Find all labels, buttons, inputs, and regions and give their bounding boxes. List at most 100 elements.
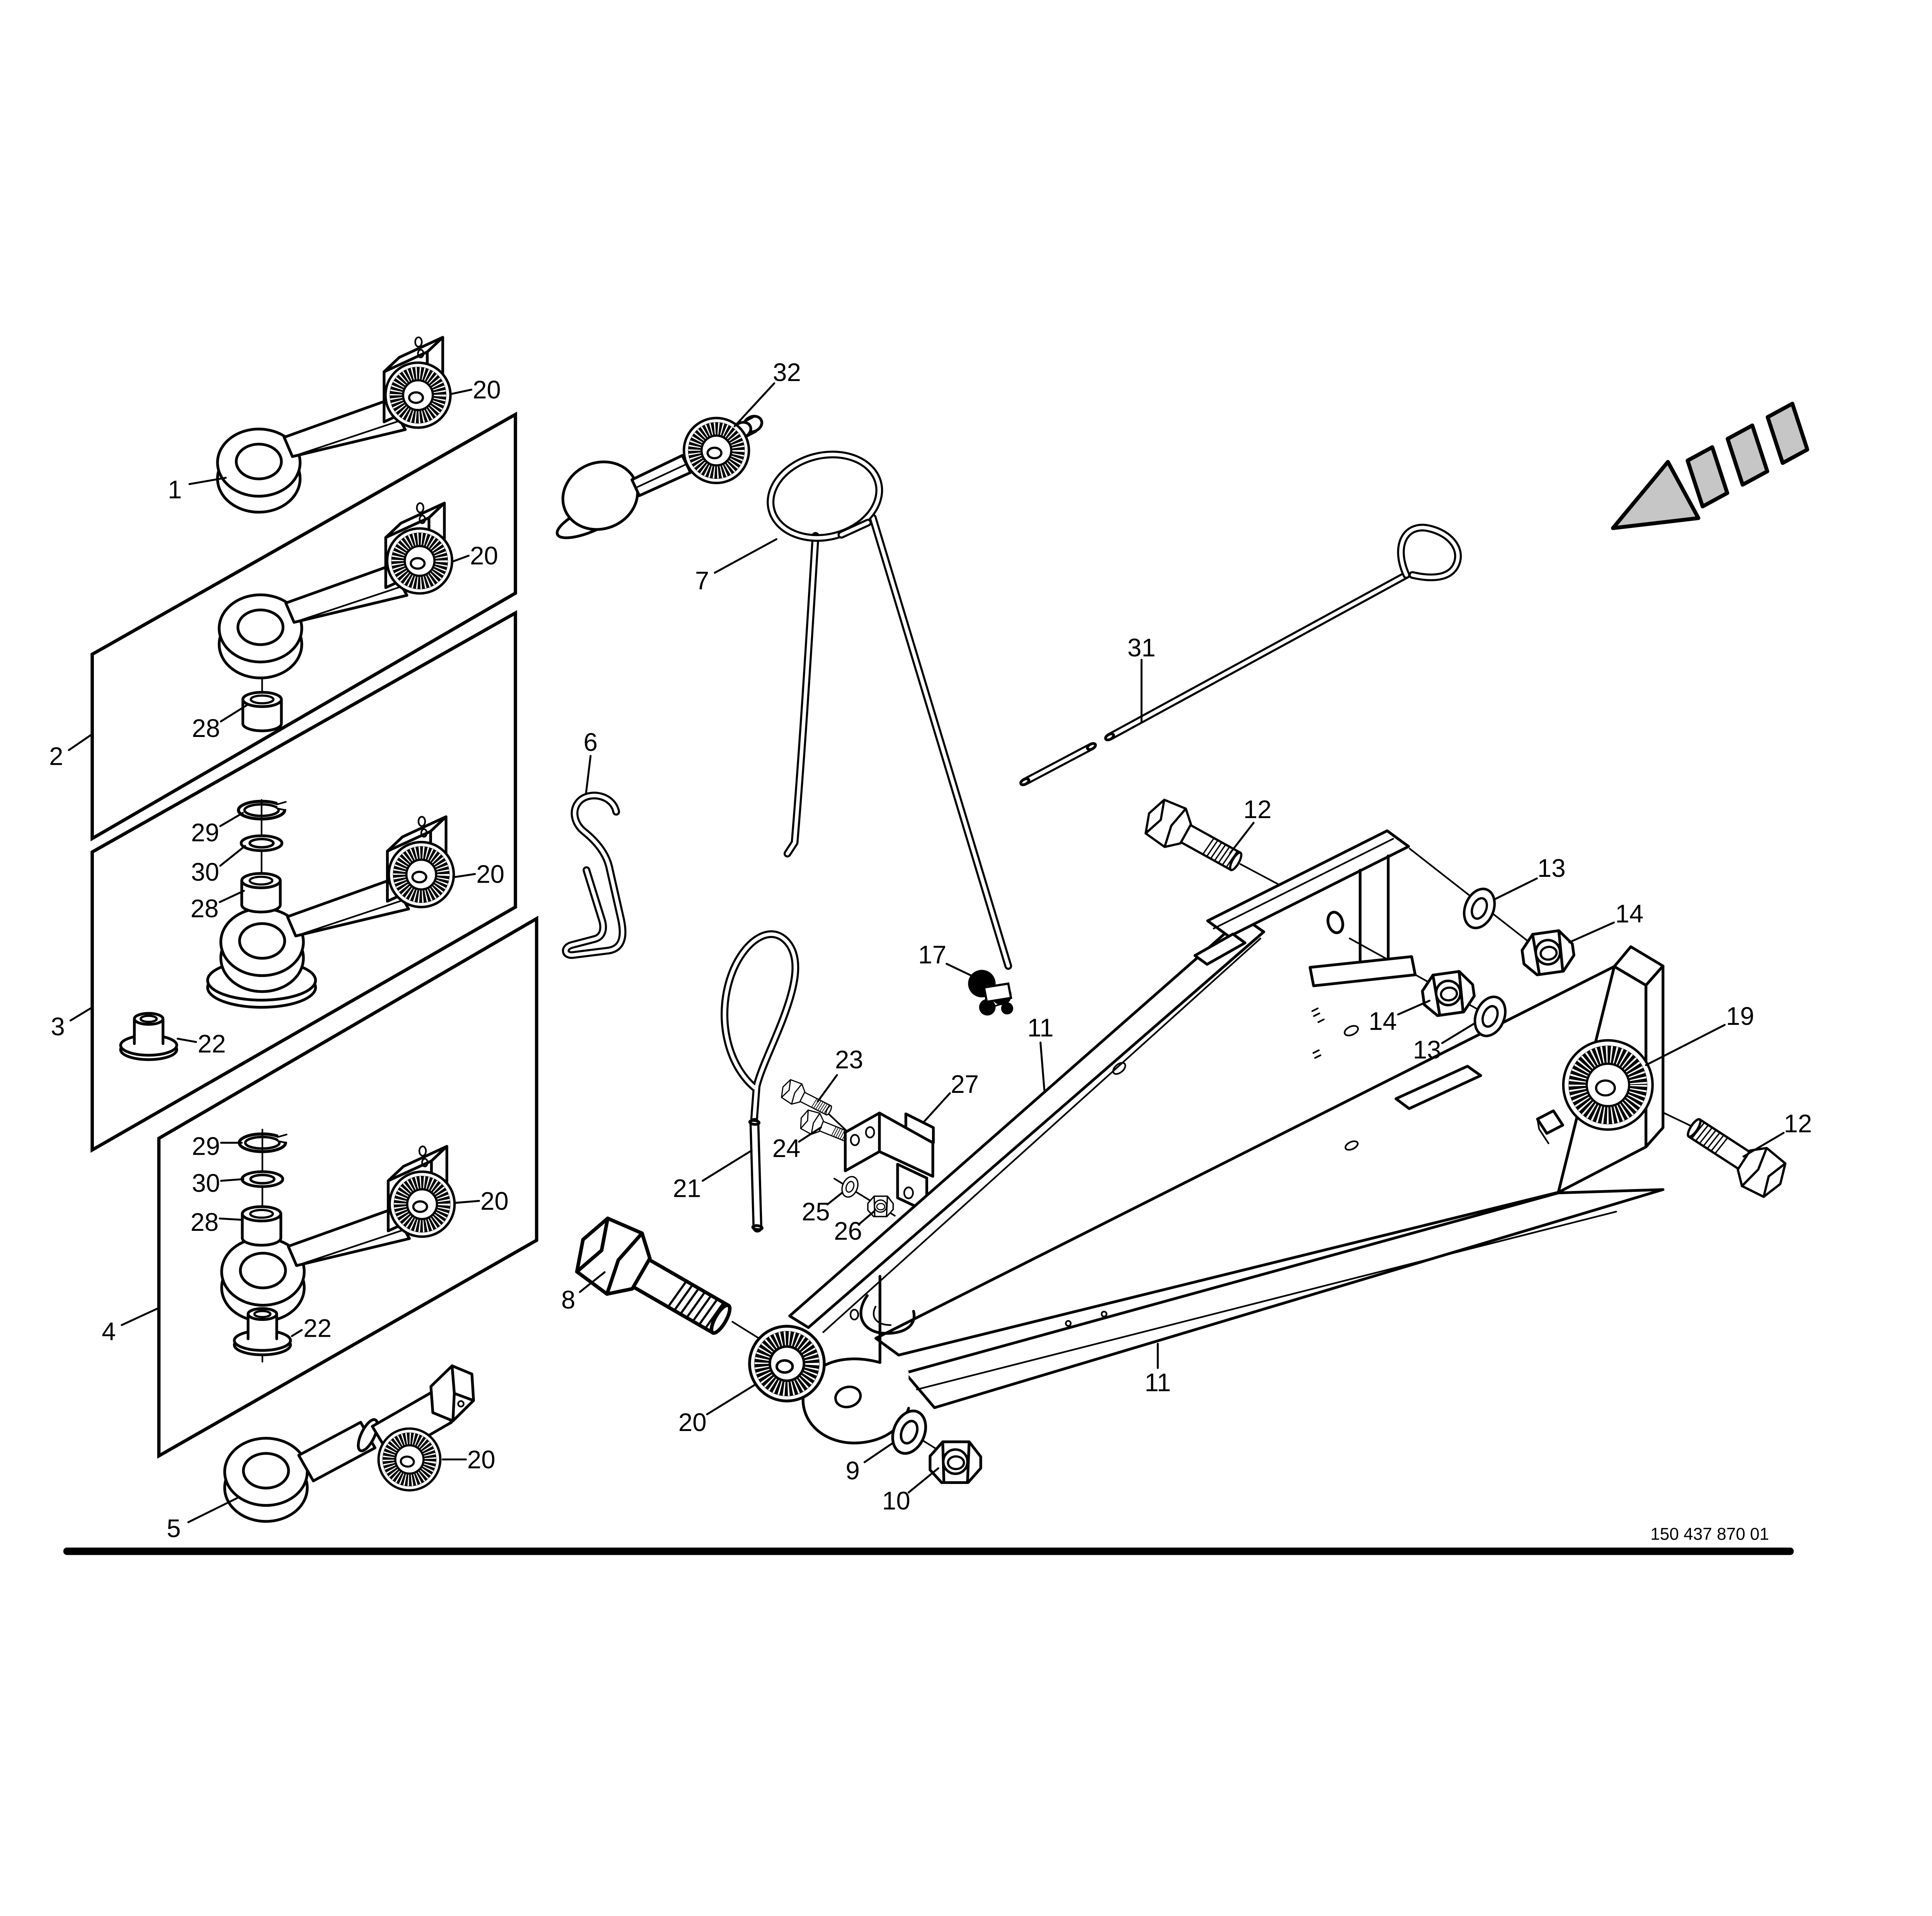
part-label-11-27: 11 (1027, 1014, 1054, 1042)
part-label-8-38: 8 (561, 1286, 575, 1314)
leader-line-20 (451, 555, 470, 563)
part-7-hairpin-cotter (767, 451, 1012, 970)
leader-line-22 (177, 1038, 197, 1043)
part-label-23-31: 23 (835, 1046, 863, 1074)
panel-group-3 (90, 610, 517, 1153)
part-label-20-39: 20 (679, 1408, 707, 1436)
footer-rule (63, 1547, 1794, 1555)
leader-line-10 (907, 1467, 939, 1494)
part-label-3-9: 3 (51, 1012, 65, 1041)
leader-line-13 (1493, 877, 1538, 900)
leader-line-14 (1397, 999, 1431, 1016)
part-label-1-0: 1 (168, 476, 182, 504)
panel-group-2 (90, 412, 517, 842)
part-label-17-26: 17 (918, 941, 946, 969)
part-label-29-11: 29 (192, 1132, 220, 1160)
leader-line-7 (714, 538, 777, 574)
leader-line-5 (187, 1497, 238, 1523)
leader-line-30 (219, 845, 246, 867)
leader-line-20 (451, 388, 473, 395)
part-label-30-12: 30 (192, 1169, 220, 1197)
part-14-nut (1520, 929, 1576, 977)
part-label-19-30: 19 (1726, 1002, 1754, 1030)
part-label-27-32: 27 (951, 1070, 979, 1098)
part-label-11-40: 11 (1145, 1368, 1171, 1397)
part-label-20-1: 20 (473, 376, 501, 404)
part-label-26-36: 26 (834, 1217, 862, 1245)
part-label-25-35: 25 (802, 1198, 830, 1226)
part-29-snap-ring (238, 800, 287, 819)
leader-line-13 (1441, 1022, 1476, 1044)
part-label-14-25: 14 (1615, 900, 1643, 928)
part-label-4-15: 4 (102, 1317, 116, 1346)
part-label-31-22: 31 (1128, 634, 1156, 662)
leader-line-6 (585, 755, 592, 795)
leader-line-2 (68, 733, 93, 751)
part-32-handle-knob (556, 413, 764, 539)
leader-line-27 (922, 1092, 951, 1124)
leader-line-14 (1568, 921, 1615, 943)
part-25-washer (838, 1173, 862, 1200)
part-28-bushing (242, 1206, 281, 1245)
part-11-drawbar (788, 829, 1665, 1445)
leader-line-28 (219, 704, 248, 723)
part-8-hex-bolt (565, 1209, 743, 1352)
leader-line-28 (219, 890, 245, 903)
part-label-12-23: 12 (1243, 795, 1272, 824)
leader-line-30 (220, 1178, 245, 1182)
leader-line-8 (579, 1271, 606, 1293)
part-28-bushing (242, 873, 281, 912)
leader-line-32 (733, 382, 776, 427)
leader-line-19 (1645, 1024, 1726, 1066)
part-label-9-41: 9 (846, 1457, 860, 1485)
part-30-washer (242, 1172, 282, 1186)
part-label-20-18: 20 (467, 1445, 495, 1474)
part-14-nut (1420, 970, 1476, 1018)
leader-line-22 (291, 1329, 303, 1337)
leader-line-28 (219, 1217, 244, 1221)
part-label-32-19: 32 (773, 358, 801, 386)
part-29-snap-ring (239, 1133, 287, 1151)
part-label-5-17: 5 (167, 1514, 180, 1543)
leader-line-11 (1039, 1041, 1046, 1091)
part-6-spring-clip (562, 791, 627, 959)
part-label-28-13: 28 (190, 1208, 219, 1236)
leader-line-24 (798, 1126, 822, 1143)
part-label-28-4: 28 (192, 714, 220, 742)
leader-line-17 (946, 963, 983, 982)
leader-line-12 (1229, 822, 1255, 854)
part-28-bushing (243, 692, 281, 731)
leader-line-1 (188, 476, 227, 485)
leader-line-4 (121, 1307, 159, 1326)
part-label-24-33: 24 (772, 1134, 801, 1162)
part-label-13-24: 13 (1537, 854, 1566, 882)
leader-line-26 (859, 1210, 876, 1225)
part-20-friction-disc (750, 1326, 824, 1401)
part-label-6-21: 6 (583, 728, 597, 756)
part-30-washer (241, 836, 282, 851)
leader-line-9 (863, 1441, 895, 1463)
part-label-20-8: 20 (476, 860, 505, 888)
part-label-20-14: 20 (480, 1187, 509, 1215)
part-label-28-7: 28 (190, 895, 219, 923)
part-label-10-42: 10 (882, 1487, 910, 1515)
drawing-reference-number: 150 437 870 01 (1650, 1525, 1769, 1544)
part-12-hex-bolt (1138, 794, 1249, 882)
part-17-clamp (968, 970, 1014, 1016)
leader-line-25 (826, 1192, 843, 1206)
part-1-hitch-arm (218, 337, 451, 512)
part-label-14-28: 14 (1369, 1007, 1397, 1035)
part-label-20-3: 20 (470, 542, 498, 570)
part-12-hex-bolt (1679, 1107, 1793, 1203)
leader-line-29 (219, 812, 244, 827)
direction-arrow-icon (1611, 402, 1810, 530)
part-22-flanged-bushing (121, 1013, 177, 1060)
part-5-towing-eye (223, 1364, 475, 1523)
part-10-nut (930, 1442, 981, 1482)
part-label-7-20: 7 (695, 567, 709, 595)
part-label-30-6: 30 (191, 858, 219, 886)
part-label-13-29: 13 (1413, 1036, 1441, 1064)
